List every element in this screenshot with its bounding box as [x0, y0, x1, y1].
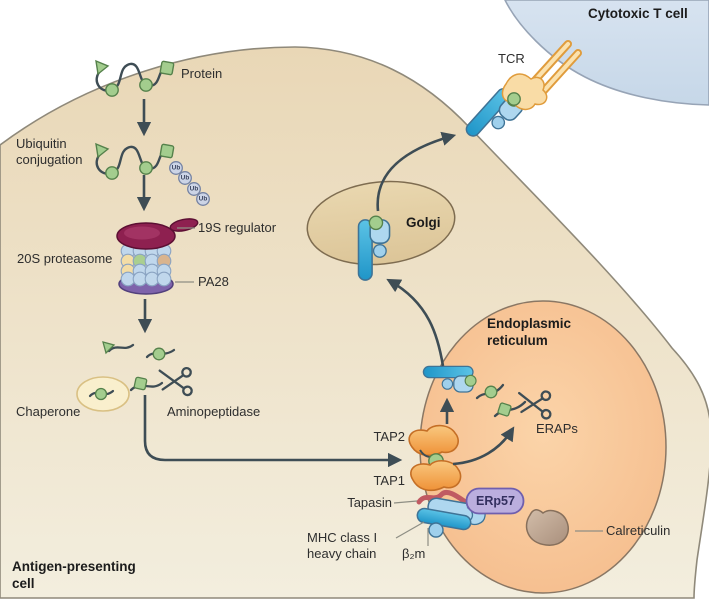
- arrow-golgi-to-surface: [376, 131, 457, 212]
- t-cell-label: Cytotoxic T cell: [588, 6, 688, 21]
- tapasin-label: Tapasin: [347, 495, 392, 510]
- beta2m-label: β₂m: [402, 546, 426, 561]
- ub-badge: Ub: [180, 174, 190, 182]
- calreticulin-label: Calreticulin: [606, 523, 671, 538]
- mhc-heavy-chain-label: MHC class I heavy chain: [307, 530, 378, 561]
- arrow-peptides-to-tap: [143, 395, 403, 468]
- tap1-shape: [410, 460, 462, 492]
- erp57-label: ERp57: [476, 494, 515, 508]
- peptide-triangle: [95, 59, 110, 76]
- arrow-er-to-golgi: [386, 278, 445, 367]
- presented-peptide: [507, 92, 521, 106]
- tap2-label: TAP2: [373, 429, 405, 444]
- tcr-complex: [462, 40, 582, 151]
- ub-badge: Ub: [189, 185, 199, 193]
- ubiquitinated-protein: [95, 142, 210, 206]
- erp57-shape: [465, 487, 525, 515]
- 20s-barrel: [120, 243, 172, 287]
- calreticulin-shape: [525, 509, 569, 546]
- protein-molecule: [95, 59, 175, 97]
- peptide-fragments: [102, 341, 176, 392]
- t-cell-shape: [504, 0, 709, 106]
- chaperone-shape: [76, 376, 130, 412]
- golgi-label: Golgi: [406, 215, 441, 230]
- chaperone-label: Chaperone: [16, 404, 81, 419]
- proteasome: [116, 218, 199, 295]
- eraps-label: ERAPs: [536, 421, 578, 436]
- mhc-heavy-chain-bar: [416, 507, 472, 531]
- label-connectors: [175, 227, 603, 546]
- tcr-label: TCR: [498, 51, 525, 66]
- tapasin-shape: [416, 489, 470, 506]
- proteasome-20s-label: 20S proteasome: [17, 251, 113, 266]
- apc-label: Antigen-presenting cell: [12, 559, 136, 591]
- tap-complex: [408, 424, 462, 492]
- ubiquitin-chain: [169, 161, 210, 206]
- peptide-loading-complex: [416, 487, 569, 546]
- regulator-19s-label: 19S regulator: [198, 220, 277, 235]
- tap1-label: TAP1: [373, 473, 405, 488]
- er-label: Endoplasmic reticulum: [487, 316, 572, 348]
- ub-badge: Ub: [198, 195, 208, 203]
- pa28-label: PA28: [198, 274, 229, 289]
- ubiquitin-label: Ubiquitin conjugation: [16, 136, 83, 167]
- protein-label: Protein: [181, 66, 223, 81]
- ub-badge: Ub: [171, 164, 181, 172]
- er-peptides: [475, 383, 527, 418]
- aminopeptidase-label: Aminopeptidase: [167, 404, 261, 419]
- beta2m-shape: [428, 522, 444, 538]
- arrow-peptide-to-eraps: [452, 426, 515, 466]
- tap2-shape: [408, 424, 459, 457]
